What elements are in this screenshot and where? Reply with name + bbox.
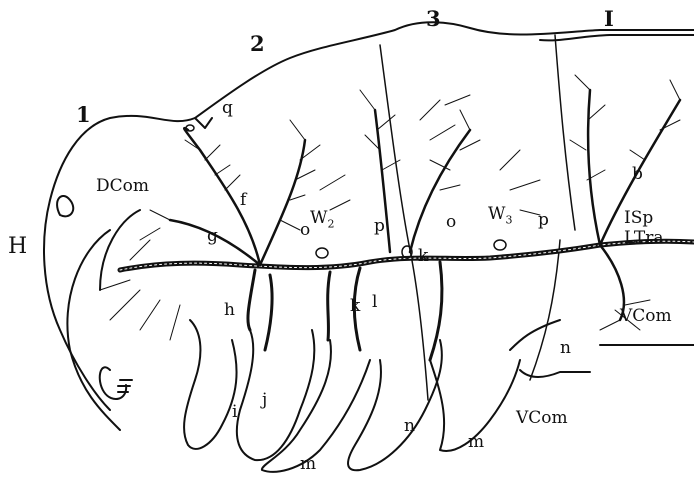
label-W2: W2 [310, 210, 334, 229]
label-W2-base: W [310, 208, 327, 228]
segment-label-2: 2 [250, 33, 265, 54]
label-m-right: m [468, 434, 484, 451]
label-ISp: ISp [624, 210, 653, 227]
label-H: H [8, 236, 27, 258]
label-W3-base: W [488, 204, 505, 224]
label-f: f [240, 192, 246, 209]
ventral-branches [248, 262, 442, 360]
label-VCom-lower: VCom [516, 410, 568, 427]
label-LTra: LTra [624, 230, 664, 247]
dorsal-branches [170, 90, 680, 320]
label-k: k [350, 298, 360, 315]
label-o-right: o [446, 214, 456, 231]
label-p-right: p [538, 212, 549, 229]
segment-label-3: 3 [426, 8, 441, 29]
label-g: g [207, 228, 218, 245]
label-q: q [222, 100, 233, 117]
head-outline [67, 210, 140, 430]
label-j: j [262, 392, 267, 409]
label-p-left: p [374, 218, 385, 235]
label-m-left: m [300, 456, 316, 473]
label-W3: W3 [488, 206, 512, 225]
label-o-left: o [300, 222, 310, 239]
label-k-right: k [418, 248, 428, 265]
label-b: b [632, 166, 643, 183]
label-DCom: DCom [96, 178, 149, 195]
label-n-right: n [560, 340, 571, 357]
label-W3-sub: 3 [505, 213, 512, 226]
label-VCom-upper: VCom [620, 308, 672, 325]
appendages [184, 320, 694, 472]
label-n-left: n [404, 418, 415, 435]
label-l: l [372, 294, 377, 311]
segment-label-I: I [604, 8, 614, 29]
segment-label-1: 1 [76, 104, 91, 125]
label-h: h [224, 302, 235, 319]
body-outline [44, 22, 694, 410]
label-i: i [232, 404, 237, 421]
label-W2-sub: 2 [327, 217, 334, 230]
